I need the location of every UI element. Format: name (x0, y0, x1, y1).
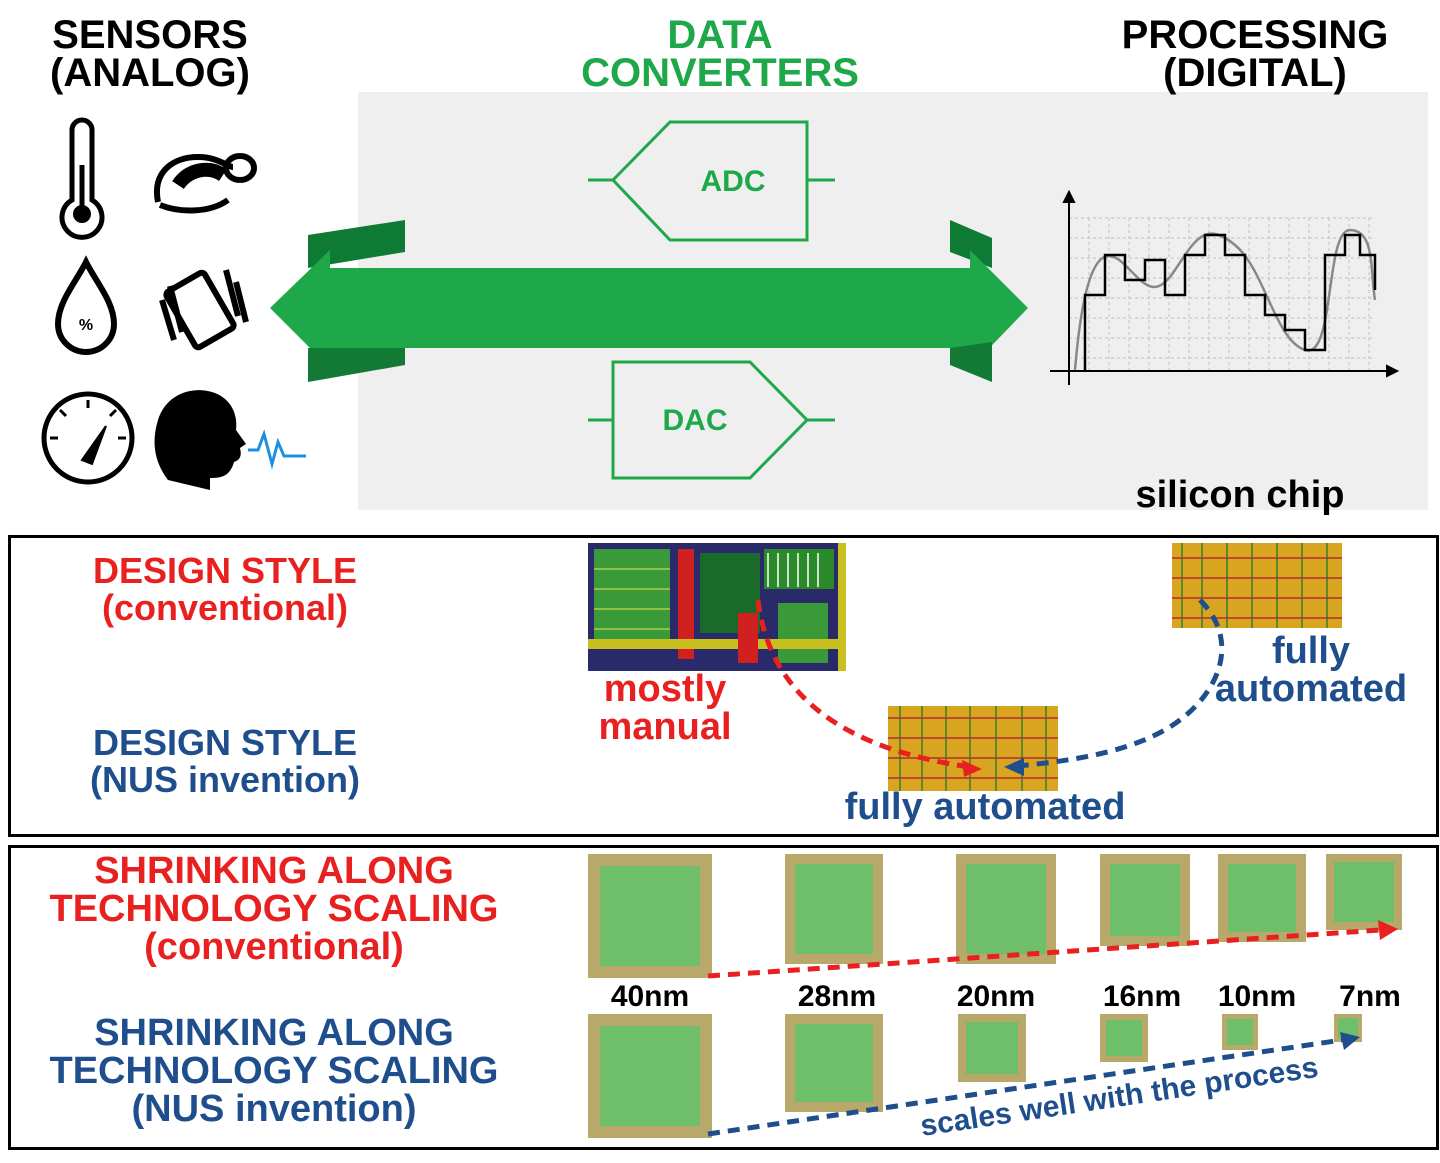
processing-title-line2: (DIGITAL) (1163, 51, 1347, 95)
design-conventional-label: DESIGN STYLE (conventional) (50, 552, 400, 626)
design-nus-label: DESIGN STYLE (NUS invention) (40, 724, 410, 798)
arrow-right-top-flap (950, 220, 992, 268)
thermometer-icon (59, 117, 105, 240)
sensors-title: SENSORS (ANALOG) (30, 13, 270, 95)
mostly-manual-line2: manual (598, 706, 732, 748)
chip-conv-28nm (785, 854, 883, 964)
chip-conv-20nm (956, 854, 1056, 964)
sensors-title-line2: (ANALOG) (50, 51, 250, 95)
automated-layout-image-top (1172, 543, 1342, 628)
scaling-nus-line1: SHRINKING ALONG (94, 1012, 454, 1054)
node-label-10nm: 10nm (1217, 980, 1297, 1013)
automated-layout-image-bottom (888, 706, 1058, 791)
signal-graph (1050, 190, 1400, 385)
converters-title-line1: DATA (667, 13, 773, 57)
adc-symbol (588, 120, 835, 242)
design-conventional-line1: DESIGN STYLE (92, 550, 358, 591)
silicon-chip-label: silicon chip (1135, 474, 1345, 516)
arrow-left-bottom-flap (308, 348, 405, 382)
scaling-nus-line2: TECHNOLOGY SCALING (49, 1050, 499, 1092)
conventional-scaling-arrow (707, 927, 1381, 979)
chip-conv-7nm (1326, 854, 1402, 930)
fully-automated-bottom-label: fully automated (844, 786, 1126, 828)
node-label-40nm: 40nm (610, 980, 690, 1013)
manual-to-automated-arrow (755, 599, 971, 770)
nus-scaling-arrow (707, 1037, 1343, 1137)
chip-nus-28nm (785, 1014, 883, 1112)
design-arrows (755, 598, 1225, 777)
nus-arrowhead (1340, 1032, 1360, 1050)
nus-to-automated-arrow (1017, 598, 1225, 769)
scaling-nus-label: SHRINKING ALONG TECHNOLOGY SCALING (NUS … (14, 1014, 534, 1128)
node-label-16nm: 16nm (1102, 980, 1182, 1013)
manual-layout-image (588, 543, 846, 671)
adc-label: ADC (701, 165, 766, 198)
fully-automated-right-label: fully automated (1196, 632, 1426, 708)
sensor-icons: % (41, 117, 306, 490)
dac-symbol (588, 360, 835, 480)
analog-signal-curve (1073, 228, 1377, 371)
graph-axes (1050, 190, 1400, 385)
mostly-manual-line1: mostly (603, 668, 727, 710)
head-voice-icon (154, 390, 306, 490)
blue-arrowhead (1004, 758, 1024, 776)
chip-nus-40nm (588, 1014, 712, 1138)
humidity-percent-symbol: % (79, 317, 93, 334)
gauge-icon (41, 391, 135, 485)
chip-nus-16nm (1100, 1014, 1148, 1062)
double-arrow (270, 250, 1028, 368)
converter-diagram: ADC DAC (270, 120, 1028, 480)
chip-conv-10nm (1218, 854, 1306, 942)
node-label-7nm: 7nm (1339, 980, 1401, 1013)
chip-nus-20nm (958, 1014, 1026, 1082)
design-conventional-line2: (conventional) (101, 587, 348, 628)
chip-conv-16nm (1100, 854, 1190, 946)
fully-automated-right-line2: automated (1214, 668, 1408, 710)
hand-grip-icon (153, 153, 257, 214)
scaling-nus-line3: (NUS invention) (131, 1088, 417, 1130)
node-label-20nm: 20nm (956, 980, 1036, 1013)
scaling-conventional-line2: TECHNOLOGY SCALING (49, 888, 499, 930)
chip-nus-10nm (1222, 1014, 1258, 1050)
arrow-right-bottom-flap (950, 342, 992, 382)
design-style-panel (8, 535, 1439, 837)
chip-conv-40nm (588, 854, 712, 978)
converters-title-line2: CONVERTERS (581, 51, 859, 95)
digital-signal-steps (1083, 233, 1377, 370)
scaling-conventional-line1: SHRINKING ALONG (94, 850, 454, 892)
vibration-phone-icon (159, 269, 249, 351)
scaling-conventional-label: SHRINKING ALONG TECHNOLOGY SCALING (conv… (14, 852, 534, 966)
node-label-28nm: 28nm (797, 980, 877, 1013)
sensors-title-line1: SENSORS (52, 13, 248, 57)
processing-title: PROCESSING (DIGITAL) (1100, 13, 1410, 95)
humidity-drop-icon: % (54, 255, 118, 355)
nus-chips-row: scales well with the process (588, 1014, 1362, 1143)
processing-title-line1: PROCESSING (1121, 13, 1389, 57)
conventional-arrowhead (1378, 920, 1398, 940)
conventional-chips-row (588, 854, 1402, 979)
design-nus-line2: (NUS invention) (90, 759, 360, 800)
arrow-left-top-flap (308, 220, 405, 268)
mostly-manual-label: mostly manual (570, 670, 760, 746)
scaling-panel (8, 845, 1439, 1150)
red-arrowhead (962, 760, 982, 777)
fully-automated-right-line1: fully (1271, 630, 1351, 672)
scaling-conventional-line3: (conventional) (144, 926, 404, 968)
dac-label: DAC (663, 404, 728, 437)
converters-title: DATA CONVERTERS (540, 13, 900, 95)
design-nus-line1: DESIGN STYLE (92, 722, 358, 763)
